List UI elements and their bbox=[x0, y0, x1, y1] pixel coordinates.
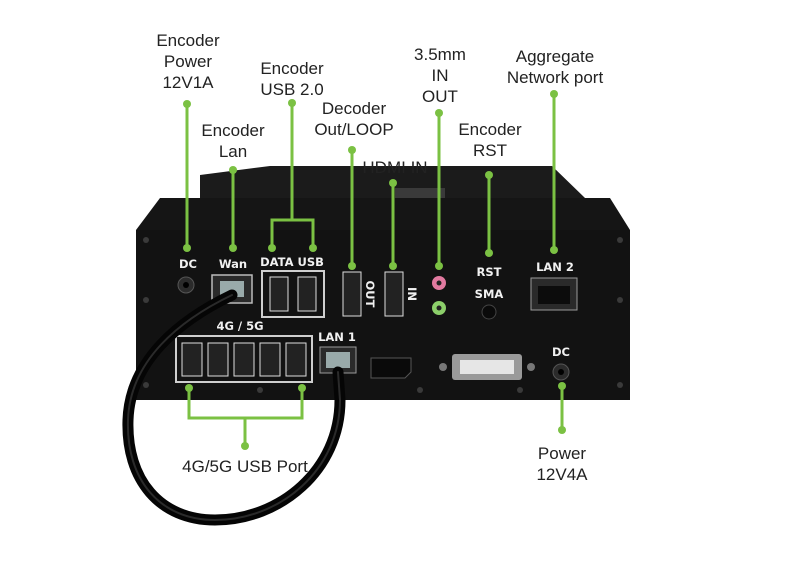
callout-decoder-out: Decoder Out/LOOP bbox=[314, 99, 394, 139]
usb-4g5g-ports bbox=[181, 342, 307, 377]
label-4g5g: 4G / 5G bbox=[216, 319, 263, 333]
hdmi-in-port bbox=[384, 271, 404, 317]
leader-lines bbox=[183, 90, 566, 450]
displayport bbox=[370, 357, 412, 379]
callout-usb-4g5g: 4G/5G USB Port bbox=[182, 457, 308, 476]
label-out: OUT bbox=[363, 281, 377, 308]
lan1-plug bbox=[326, 352, 350, 368]
label-sma: SMA bbox=[475, 287, 504, 301]
callout-audio: 3.5mm IN OUT bbox=[414, 45, 466, 106]
label-rst: RST bbox=[477, 265, 502, 279]
callout-power: Power 12V4A bbox=[536, 444, 588, 484]
leader-usb-4g5g bbox=[187, 388, 304, 446]
leader-encoder-usb bbox=[270, 103, 315, 248]
callout-aggregate: Aggregate Network port bbox=[506, 47, 604, 87]
data-usb-port-2 bbox=[297, 276, 317, 312]
screws bbox=[143, 237, 623, 393]
label-lan2: LAN 2 bbox=[536, 260, 574, 274]
label-dc-bottom: DC bbox=[552, 345, 570, 359]
usb-4g5g-port bbox=[285, 342, 307, 377]
hdmi-out-port bbox=[342, 271, 362, 317]
usb-4g5g-port bbox=[233, 342, 255, 377]
callout-encoder-rst: Encoder RST bbox=[458, 120, 522, 160]
label-wan: Wan bbox=[219, 257, 247, 271]
usb-4g5g-port bbox=[259, 342, 281, 377]
data-usb-port-1 bbox=[269, 276, 289, 312]
callout-encoder-usb: Encoder USB 2.0 bbox=[260, 59, 324, 99]
callout-hdmi-in: HDMI IN bbox=[362, 158, 428, 177]
callout-encoder-power: Encoder Power 12V1A bbox=[156, 31, 220, 92]
sma-connector bbox=[481, 304, 497, 320]
data-usb-frame bbox=[261, 270, 325, 318]
label-data-usb: DATA USB bbox=[260, 255, 324, 269]
callout-encoder-lan: Encoder Lan bbox=[201, 121, 265, 161]
usb-4g5g-port bbox=[181, 342, 203, 377]
usb-4g5g-port bbox=[207, 342, 229, 377]
label-lan1: LAN 1 bbox=[318, 330, 356, 344]
label-dc-top: DC bbox=[179, 257, 197, 271]
usb-4g5g-frame bbox=[175, 335, 313, 383]
label-in: IN bbox=[405, 287, 419, 301]
